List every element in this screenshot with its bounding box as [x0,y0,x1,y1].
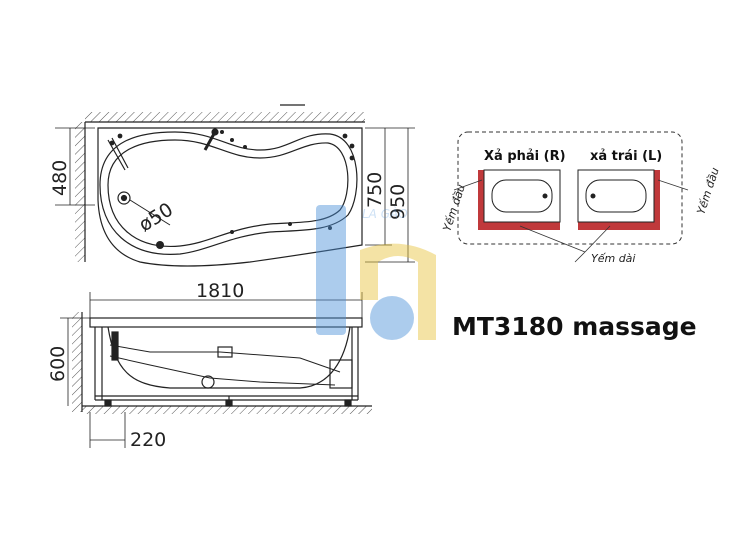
drain-leader [129,199,171,226]
jet [109,140,115,146]
drain-center [120,194,128,202]
tub-basin-right [491,179,553,213]
front-view [60,292,372,448]
jet [349,155,355,161]
drain-dot-right [542,193,548,199]
jet [230,138,234,142]
leader-long-skirt-1 [519,225,586,253]
dim-480-label: 480 [49,160,71,196]
tub-basin-left [585,179,647,213]
wall-left-hatch [75,122,85,262]
dim-750-label: 750 [364,172,386,208]
pump-motor [329,359,353,389]
faucet-knob [211,128,219,136]
tub-left-drain [577,169,660,230]
jet [220,130,224,134]
watermark-arch-yellow [360,243,436,340]
jet [328,226,332,230]
long-skirt-label: Yếm dài [591,252,635,265]
end-skirt-label-left: Yếm đầu [440,183,467,233]
model-name: MT3180 massage [452,312,697,341]
dim-600-label: 600 [47,346,69,382]
top-view [55,104,415,267]
drain-dot-left [590,193,596,199]
jet [243,145,247,149]
wall-top-hatch [85,112,365,122]
jet [230,230,234,234]
tub-basin-inner [107,139,349,248]
drain-size-label: ø50 [135,199,177,237]
end-skirt-label-right: Yếm đầu [694,166,721,216]
leader-long-skirt-2 [584,225,611,253]
leader-long-skirt-3 [574,251,586,263]
front-rim [89,317,363,328]
front-wall-hatch [72,312,82,412]
watermark-logo: LA GÀO [316,205,436,340]
tub-outer-rim [97,127,363,267]
drain-options-inset [453,131,689,263]
left-drain-label: xả trái (L) [590,149,662,164]
jet [117,133,123,139]
watermark-text: LA GÀO [362,206,408,221]
leader-end-skirt-right [657,179,689,191]
leader-end-skirt-left [453,179,483,191]
right-drain-label: Xả phải (R) [484,149,566,164]
tub-body-left [577,169,655,223]
headrest-line-2 [111,137,129,169]
leg [104,399,112,407]
inset-border [457,131,683,245]
tub-right-drain [478,169,561,230]
drain-circle [117,191,131,205]
handle-left [111,331,119,361]
floor-hatch [82,406,372,414]
dim-1810-label: 1810 [196,280,244,302]
valve-box [217,346,233,358]
jet [288,222,292,226]
pipe-2 [109,355,336,386]
tub-body-right [483,169,561,223]
jet [342,133,348,139]
tub-basin [99,131,358,255]
leg [344,399,352,407]
pipe-1 [109,344,341,373]
jets [109,130,355,249]
watermark-circle [370,296,414,340]
dim-950-label: 950 [387,184,409,220]
jet [349,143,355,149]
jet [156,241,164,249]
drain-fitting [201,375,215,389]
watermark-bar-blue [316,205,346,335]
dim-220-label: 220 [130,429,166,451]
